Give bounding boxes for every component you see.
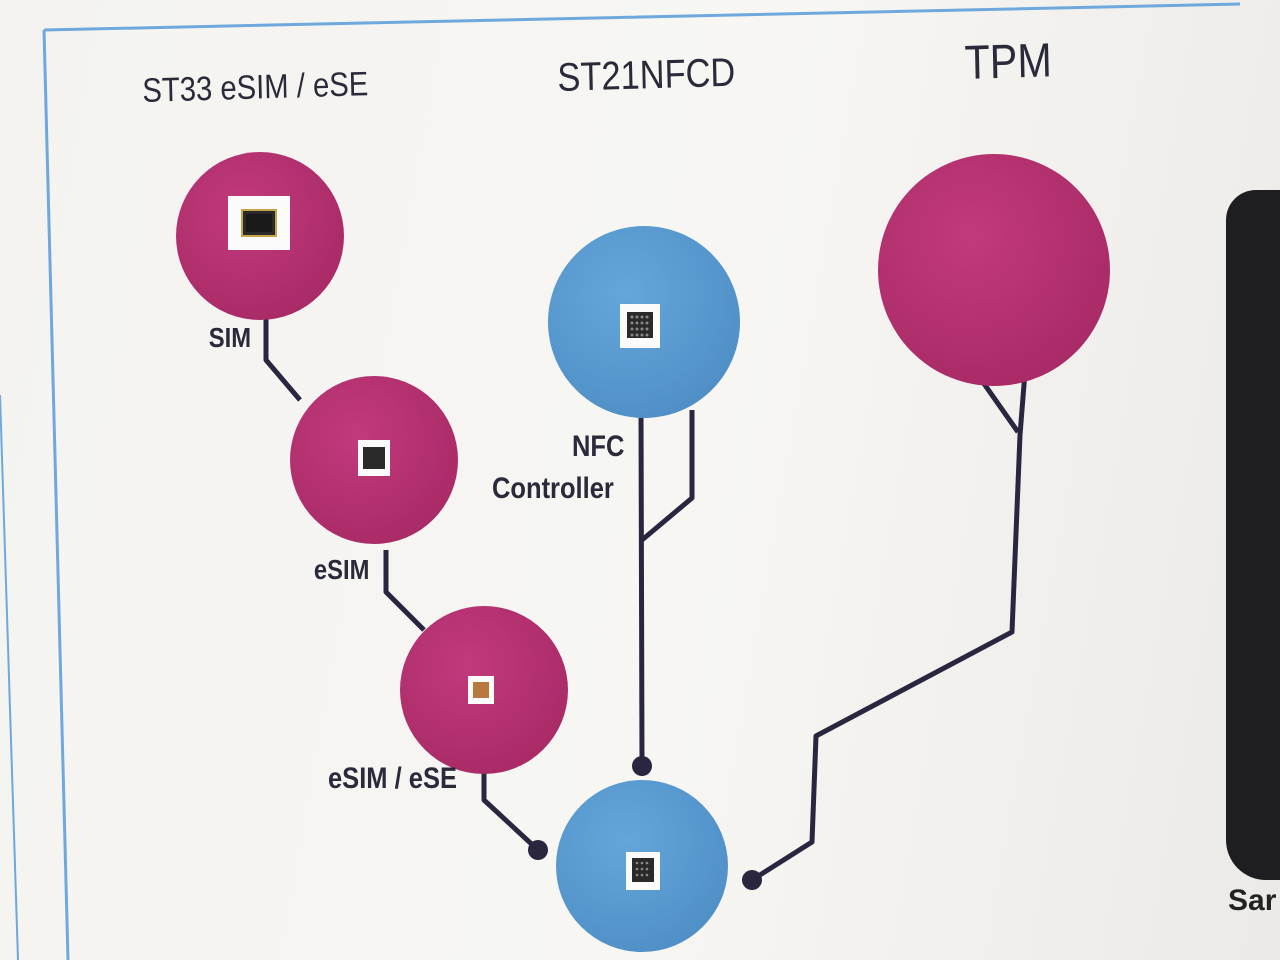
heading-st21nfcd: ST21NFCD xyxy=(557,50,736,100)
label-nfc: NFC xyxy=(572,430,625,463)
esim-chip xyxy=(358,440,390,476)
host-chip xyxy=(626,852,660,890)
tpm-line-branch xyxy=(977,376,1021,434)
label-sim: SIM xyxy=(208,322,252,353)
connector-dot xyxy=(632,756,652,776)
tpm-circle xyxy=(878,154,1110,386)
esim-to-esimese-line xyxy=(383,550,426,632)
label-controller: Controller xyxy=(492,472,614,505)
connector-dot xyxy=(742,870,762,890)
nfc-line-left xyxy=(638,409,645,766)
heading-tpm: TPM xyxy=(964,34,1053,90)
esimese-to-host-line xyxy=(481,772,540,852)
device-brand-text: Sar xyxy=(1228,884,1277,917)
sim-to-esim-line xyxy=(263,318,302,402)
heading-st33: ST33 eSIM / eSE xyxy=(142,65,369,110)
connector-dot xyxy=(528,840,548,860)
label-esim-ese: eSIM / eSE xyxy=(328,762,457,795)
esim-ese-chip xyxy=(468,676,494,704)
nfc-chip xyxy=(620,304,660,348)
nfc-line-right xyxy=(640,410,695,542)
connection-lines xyxy=(263,318,1028,883)
board-frame xyxy=(42,2,1241,960)
tpm-line-main xyxy=(750,371,1028,883)
board-frame-left xyxy=(0,394,19,960)
label-esim: eSIM xyxy=(313,554,370,585)
phone-device xyxy=(1226,190,1280,880)
sim-chip xyxy=(228,196,290,250)
